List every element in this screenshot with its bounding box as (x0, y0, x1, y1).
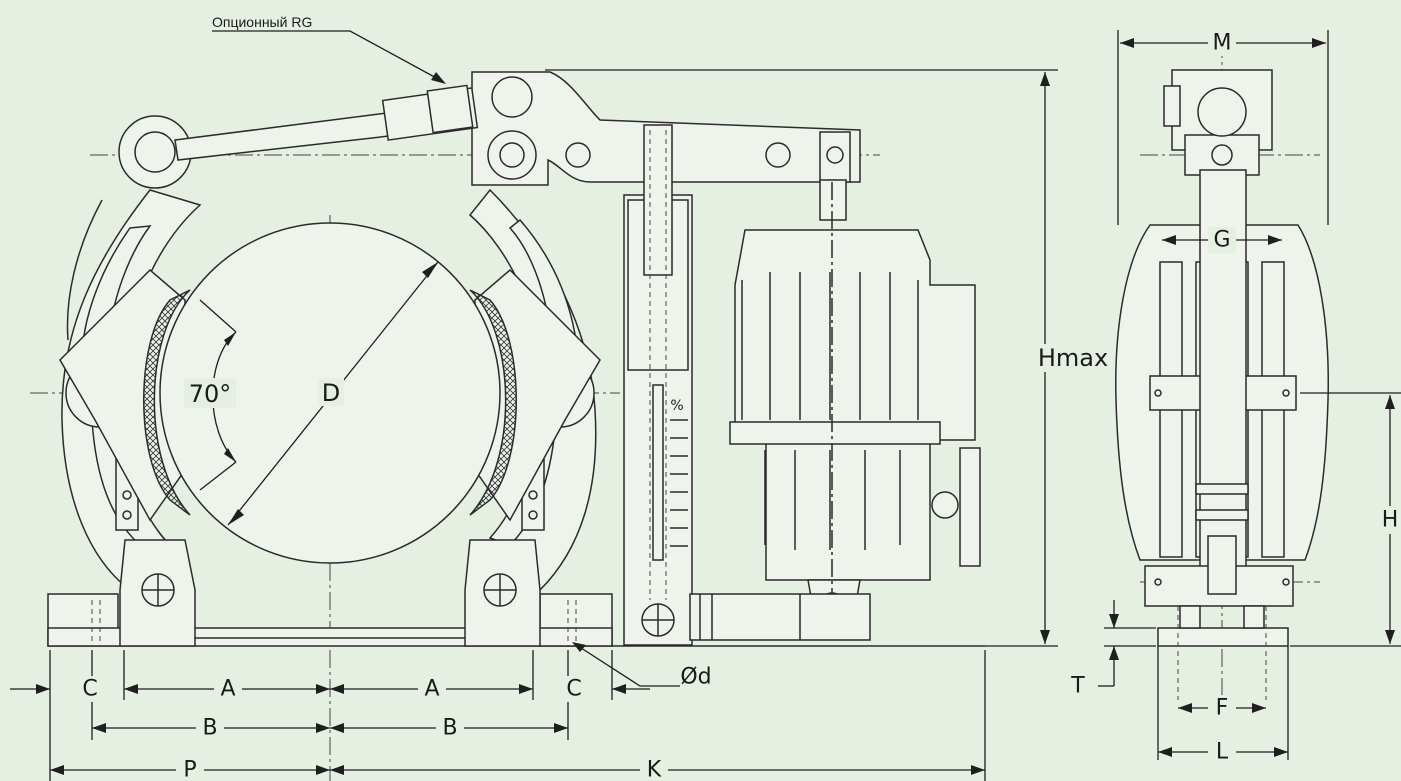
hmax-label: Hmax (1038, 344, 1108, 372)
dim-l: L (1216, 740, 1229, 765)
thruster-motor (729, 179, 981, 640)
drum-diameter-label: D (322, 379, 340, 407)
dimension-angle: 70° (184, 299, 237, 491)
optional-rg-callout: Опционный RG (212, 14, 446, 84)
dim-g: G (1213, 228, 1230, 253)
thruster-column: % (623, 124, 693, 646)
bottom-dimensions: C A A C Ød B B (10, 642, 986, 781)
dim-b-left: B (202, 716, 217, 741)
bolt-hole-label: Ød (680, 665, 711, 690)
dim-m: M (1213, 31, 1232, 56)
optional-rg-label: Опционный RG (212, 14, 312, 30)
dim-p: P (183, 758, 196, 781)
dimension-hmax: Hmax (545, 69, 1108, 647)
scale-percent-mark: % (670, 398, 683, 414)
dim-f: F (1216, 696, 1229, 721)
dim-b-right: B (442, 716, 457, 741)
dim-t: T (1070, 674, 1085, 699)
side-view: M G H T F L (1070, 30, 1401, 765)
shoe-angle-label: 70° (189, 380, 232, 408)
dim-c-right: C (566, 677, 581, 702)
dimension-d: D (227, 261, 439, 526)
scale-ticks (670, 419, 688, 547)
dim-k: K (647, 758, 662, 781)
dim-a-left: A (220, 677, 235, 702)
rg-rod (174, 84, 479, 161)
dim-a-right: A (424, 677, 439, 702)
dim-h: H (1382, 508, 1399, 533)
front-view: % (10, 14, 1108, 781)
dim-c-left: C (82, 677, 97, 702)
left-brake-shoe (59, 268, 191, 522)
frame-support (612, 593, 985, 647)
